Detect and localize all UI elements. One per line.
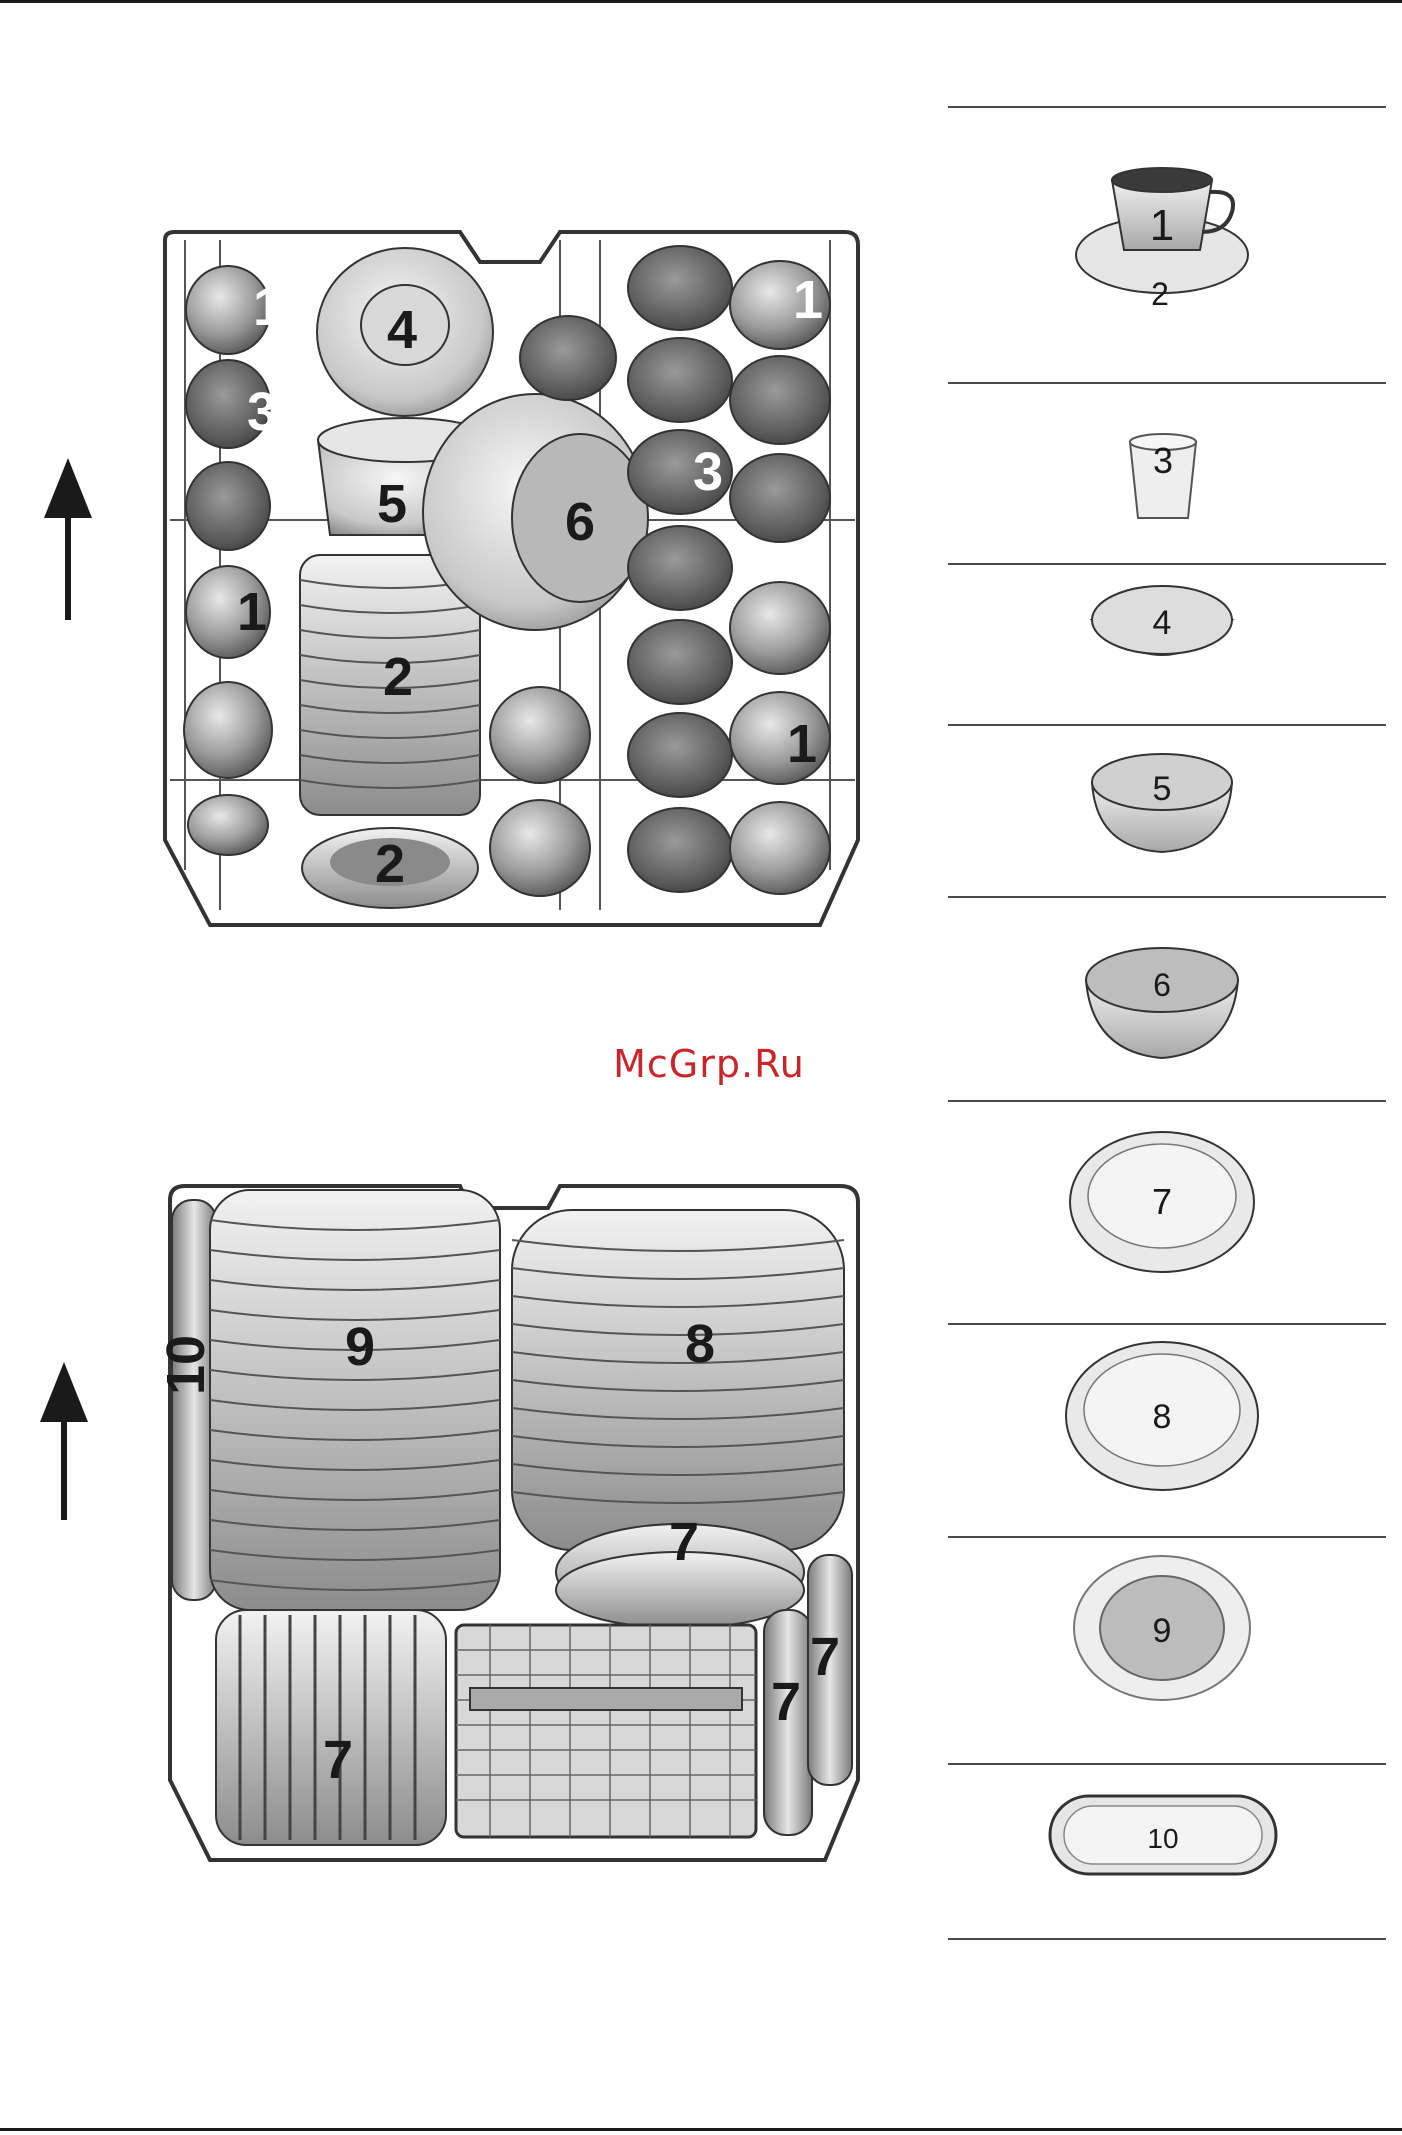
cup-saucer-icon: 1 2 <box>1076 168 1248 312</box>
lower-label-7a: 7 <box>669 1512 699 1572</box>
upper-label-5: 5 <box>377 474 407 534</box>
lower-label-7b: 7 <box>323 1730 353 1790</box>
legend-number-9: 9 <box>1153 1612 1172 1650</box>
upper-right-glasses <box>628 246 830 894</box>
lower-label-7c: 7 <box>771 1672 801 1732</box>
legend-divider <box>948 724 1386 726</box>
upper-label-2b: 2 <box>375 834 405 894</box>
cutlery-basket <box>456 1625 756 1837</box>
serving-bowl-icon: 6 <box>1086 948 1238 1058</box>
legend-number-3: 3 <box>1153 440 1173 481</box>
lower-rack: 9 8 10 7 7 7 7 <box>156 1186 858 1860</box>
oval-platter-icon: 10 <box>1050 1796 1276 1874</box>
legend-divider <box>948 563 1386 565</box>
legend-divider <box>948 382 1386 384</box>
upper-label-1b: 1 <box>237 582 267 642</box>
shallow-bowl-icon: 4 <box>1092 586 1232 655</box>
legend-divider <box>948 1938 1386 1940</box>
lower-direction-arrow-icon <box>40 1362 88 1520</box>
bottom-rule <box>0 2128 1402 2131</box>
upper-direction-arrow-icon <box>44 458 92 620</box>
legend-divider <box>948 106 1386 108</box>
legend-number-10: 10 <box>1147 1823 1178 1854</box>
upper-left-cups <box>184 266 272 855</box>
legend-number-2: 2 <box>1151 276 1169 312</box>
legend-divider <box>948 1536 1386 1538</box>
watermark-text: McGrp.Ru <box>606 1042 812 1086</box>
upper-label-2a: 2 <box>383 647 413 707</box>
legend-divider <box>948 1323 1386 1325</box>
lower-label-7d: 7 <box>810 1627 840 1687</box>
lower-side-plates-7 <box>216 1610 446 1845</box>
upper-label-1d: 1 <box>787 714 817 774</box>
legend-number-5: 5 <box>1153 770 1172 808</box>
legend-number-6: 6 <box>1153 967 1171 1003</box>
legend-number-7: 7 <box>1152 1181 1172 1222</box>
soup-plate-icon: 9 <box>1074 1556 1250 1700</box>
upper-label-4: 4 <box>387 300 417 360</box>
legend-divider <box>948 896 1386 898</box>
dinner-plate-icon: 8 <box>1066 1342 1258 1490</box>
lower-plate-stack-8 <box>512 1210 844 1550</box>
lower-label-9: 9 <box>345 1317 375 1377</box>
legend-divider <box>948 1100 1386 1102</box>
upper-rack: 1 3 4 5 6 1 2 2 1 3 1 <box>165 232 858 925</box>
legend-number-4: 4 <box>1153 604 1172 642</box>
upper-label-1a: 1 <box>253 277 283 337</box>
dessert-plate-icon: 7 <box>1070 1132 1254 1272</box>
legend: 1 2 3 4 5 6 7 <box>1050 168 1276 1874</box>
lower-label-10: 10 <box>156 1335 216 1395</box>
legend-number-8: 8 <box>1153 1398 1172 1436</box>
legend-number-1: 1 <box>1150 201 1174 250</box>
upper-label-3b: 3 <box>693 442 723 502</box>
legend-divider <box>948 1763 1386 1765</box>
deep-bowl-icon: 5 <box>1092 754 1232 852</box>
upper-label-1c: 1 <box>793 270 823 330</box>
lower-plate-stack-9 <box>210 1190 500 1610</box>
glass-icon: 3 <box>1130 434 1196 518</box>
lower-label-8: 8 <box>685 1314 715 1374</box>
upper-label-3a: 3 <box>247 382 277 442</box>
upper-label-6: 6 <box>565 492 595 552</box>
